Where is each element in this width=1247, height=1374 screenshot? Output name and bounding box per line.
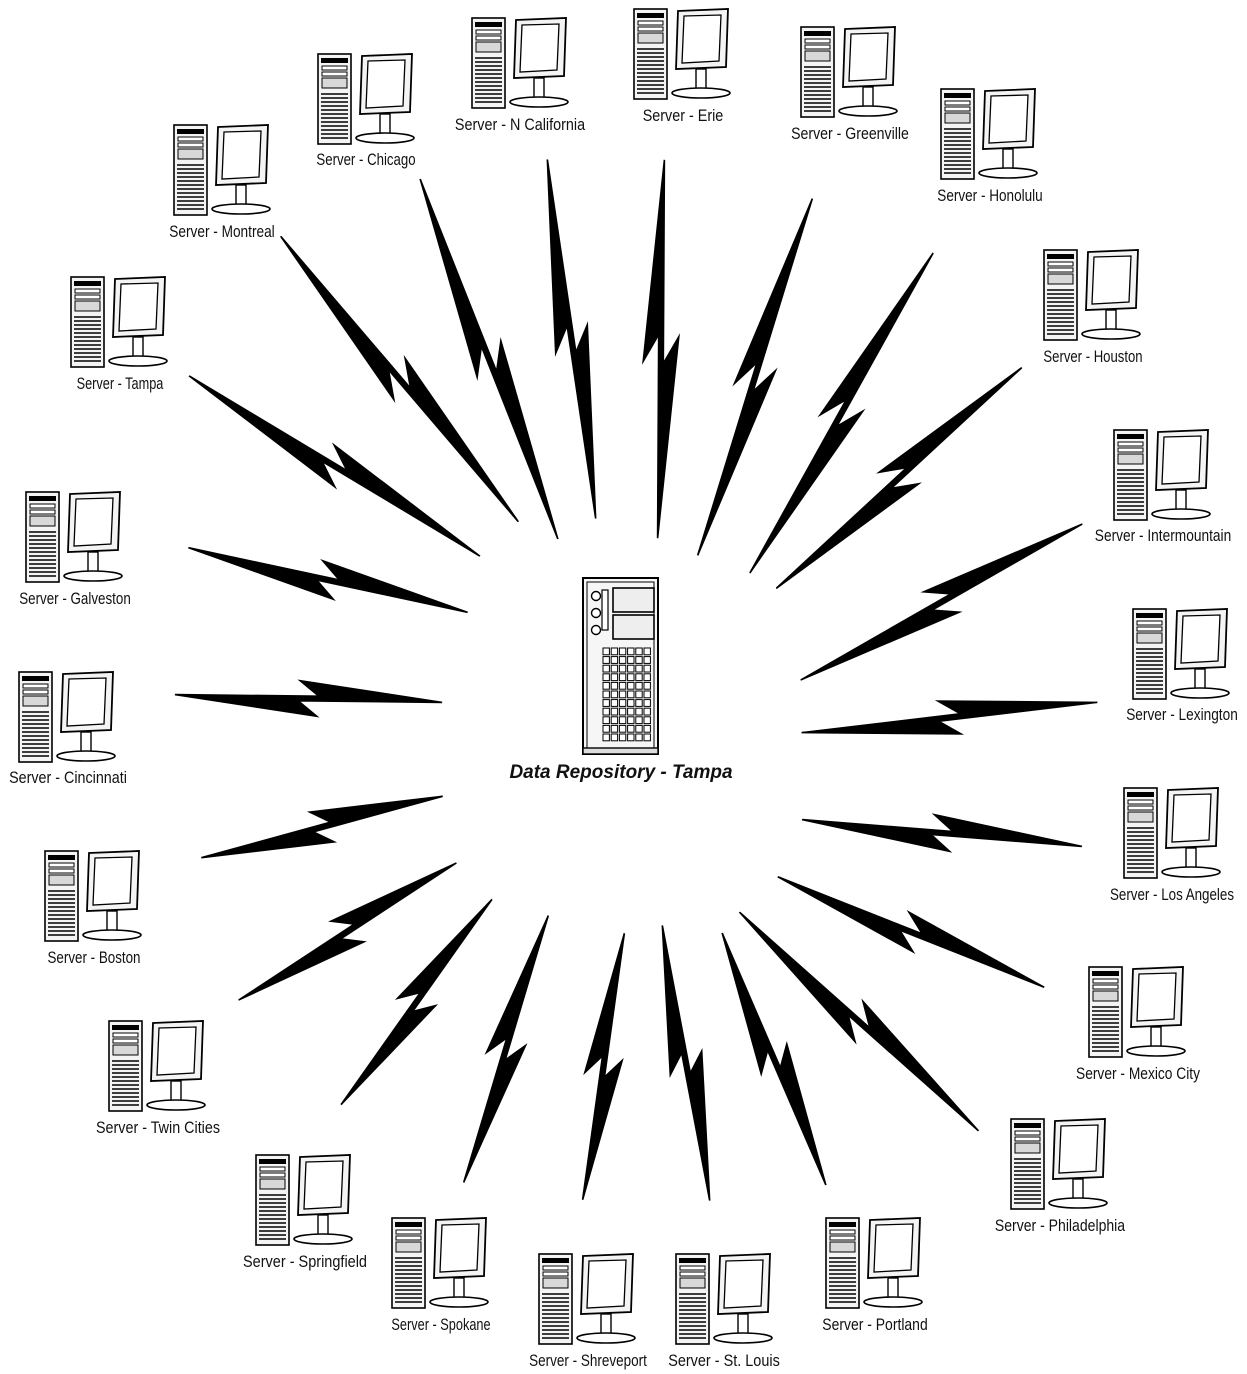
server-label: Server - Springfield (243, 1252, 367, 1271)
workstation-icon (26, 492, 122, 582)
server-node-lexington: Server - Lexington (1126, 609, 1238, 724)
workstation-icon (1011, 1119, 1107, 1209)
server-label: Server - Cincinnati (9, 768, 127, 787)
workstation-icon (19, 672, 115, 762)
workstation-icon (109, 1021, 205, 1111)
workstation-icon (1124, 788, 1220, 878)
server-node-cincinnati: Server - Cincinnati (9, 672, 127, 787)
server-node-portland: Server - Portland (822, 1218, 927, 1334)
data-repository-hub: Data Repository - Tampa (509, 578, 733, 783)
workstation-icon (392, 1218, 488, 1308)
workstation-icon (1044, 250, 1140, 340)
server-node-philadelphia: Server - Philadelphia (995, 1119, 1126, 1235)
server-label: Server - Houston (1043, 347, 1142, 366)
server-label: Server - Tampa (77, 374, 164, 393)
server-node-montreal: Server - Montreal (169, 125, 274, 241)
workstation-icon (634, 9, 730, 99)
workstation-icon (472, 18, 568, 108)
server-label: Server - Portland (822, 1315, 927, 1334)
lightning-bolt-icon (175, 679, 442, 717)
server-node-boston: Server - Boston (45, 851, 141, 967)
workstation-icon (1114, 430, 1210, 520)
server-label: Server - Shreveport (529, 1351, 647, 1370)
server-node-springfield: Server - Springfield (243, 1155, 367, 1271)
workstation-icon (45, 851, 141, 941)
server-tower-icon (583, 578, 658, 754)
server-node-intermountain: Server - Intermountain (1095, 430, 1231, 545)
server-node-erie: Server - Erie (634, 9, 730, 125)
lightning-bolt-icon (643, 923, 730, 1204)
workstation-icon (676, 1254, 772, 1344)
server-node-n-california: Server - N California (455, 18, 586, 134)
server-node-st-louis: Server - St. Louis (668, 1254, 780, 1370)
lightning-bolt-icon (704, 927, 844, 1191)
server-label: Server - Greenville (791, 124, 909, 143)
server-node-honolulu: Server - Honolulu (937, 89, 1042, 205)
workstation-icon (318, 54, 414, 144)
server-node-los-angeles: Server - Los Angeles (1110, 788, 1234, 904)
lightning-bolt-icon (568, 931, 640, 1203)
lightning-bolt-icon (683, 193, 827, 561)
server-node-houston: Server - Houston (1043, 250, 1142, 366)
workstation-icon (539, 1254, 635, 1344)
server-label: Server - Montreal (169, 222, 274, 241)
server-label: Server - Twin Cities (96, 1118, 220, 1137)
workstation-icon (941, 89, 1037, 179)
lightning-bolt-icon (449, 910, 563, 1188)
workstation-icon (256, 1155, 352, 1245)
server-label: Server - Philadelphia (995, 1216, 1126, 1235)
lightning-bolt-icon (179, 363, 490, 569)
lightning-bolt-icon (801, 804, 1084, 861)
server-label: Server - Boston (48, 948, 141, 967)
server-node-tampa: Server - Tampa (71, 277, 167, 393)
server-label: Server - Lexington (1126, 705, 1238, 724)
hub-label: Data Repository - Tampa (509, 762, 733, 783)
server-node-spokane: Server - Spokane (391, 1218, 490, 1334)
server-label: Server - Los Angeles (1110, 885, 1234, 904)
server-label: Server - Erie (643, 106, 724, 125)
server-label: Server - Chicago (316, 150, 415, 169)
workstation-icon (826, 1218, 922, 1308)
workstation-icon (174, 125, 270, 215)
workstation-icon (801, 27, 897, 117)
server-node-shreveport: Server - Shreveport (529, 1254, 647, 1370)
server-node-chicago: Server - Chicago (316, 54, 415, 169)
server-node-twin-cities: Server - Twin Cities (96, 1021, 220, 1137)
server-label: Server - Honolulu (937, 186, 1042, 205)
lightning-bolt-icon (800, 683, 1099, 753)
server-label: Server - St. Louis (668, 1351, 780, 1370)
lightning-bolt-icon (642, 160, 679, 538)
server-node-mexico-city: Server - Mexico City (1076, 967, 1200, 1083)
server-node-greenville: Server - Greenville (791, 27, 909, 143)
workstation-icon (1133, 609, 1229, 699)
lightning-bolt-icon (184, 533, 471, 627)
lightning-bolt-icon (528, 157, 616, 520)
server-label: Server - Spokane (391, 1315, 490, 1334)
lightning-bolt-icon (266, 227, 534, 532)
server-node-galveston: Server - Galveston (19, 492, 131, 608)
lightning-bolt-icon (197, 777, 446, 877)
workstation-icon (1089, 967, 1185, 1057)
lightning-bolt-icon (230, 846, 464, 1016)
server-label: Server - N California (455, 115, 586, 134)
server-label: Server - Galveston (19, 589, 131, 608)
workstation-icon (71, 277, 167, 367)
server-label: Server - Mexico City (1076, 1064, 1200, 1083)
server-label: Server - Intermountain (1095, 526, 1231, 545)
